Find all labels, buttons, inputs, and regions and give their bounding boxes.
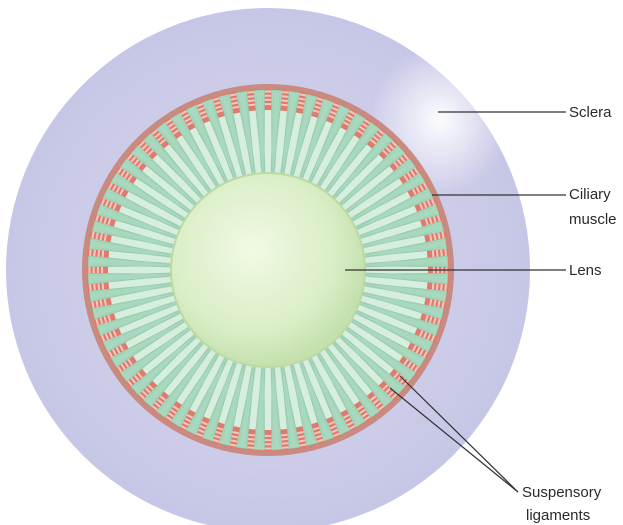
ciliary-label-line2: muscle	[569, 211, 617, 228]
suspensory-label-line1: Suspensory	[522, 484, 602, 501]
lens-label: Lens	[569, 262, 602, 279]
suspensory-label-line2: ligaments	[526, 507, 590, 524]
lens	[171, 173, 365, 367]
sclera-label: Sclera	[569, 104, 612, 121]
ciliary-label-line1: Ciliary	[569, 186, 611, 203]
